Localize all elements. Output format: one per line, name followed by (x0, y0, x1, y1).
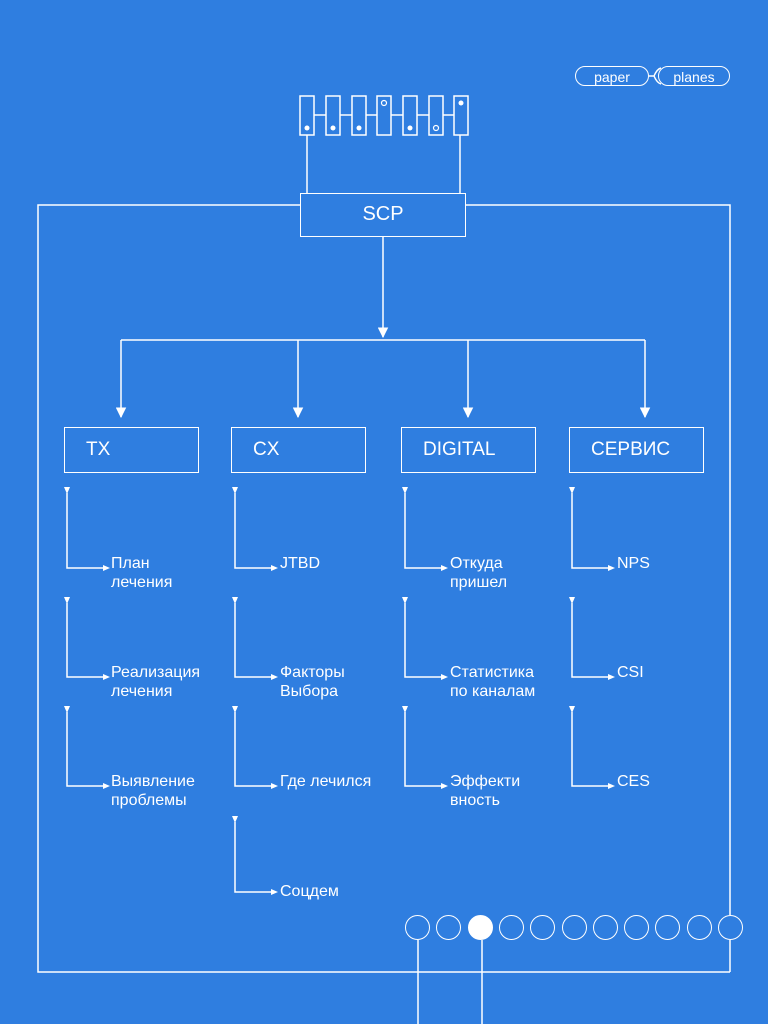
item-connector (234, 712, 273, 787)
item-connector (234, 822, 273, 893)
pagination-dot[interactable] (718, 915, 743, 940)
connector-tick (232, 487, 238, 494)
category-tx: TX (64, 427, 199, 473)
logo-word-paper: paper (594, 69, 630, 85)
connector-tick (402, 706, 408, 713)
pagination-dot[interactable] (593, 915, 618, 940)
connector-tick (569, 487, 575, 494)
cx-item: Соцдем (280, 883, 339, 900)
logo-word-planes: planes (673, 69, 715, 85)
strip-icon-dots (304, 99, 464, 132)
connector-arrowhead (271, 889, 278, 895)
item-connector (404, 493, 443, 569)
connector-arrowhead (103, 674, 110, 680)
connector-arrowhead (271, 783, 278, 789)
pagination-dot[interactable] (468, 915, 493, 940)
root-node-scp: SCP (300, 193, 466, 237)
root-node-label: SCP (362, 203, 404, 225)
connector-tick (402, 597, 408, 604)
connector-tick (64, 487, 70, 494)
connector-arrowhead (608, 565, 615, 571)
category-service: СЕРВИС (569, 427, 704, 473)
item-connector (571, 493, 610, 569)
logo-connector-icon (649, 67, 662, 85)
cx-item: Где лечился (280, 773, 372, 790)
connector-tick (64, 597, 70, 604)
connector-arrowhead (608, 783, 615, 789)
item-connector (234, 493, 273, 569)
pagination-dot[interactable] (562, 915, 587, 940)
connector-arrowhead (441, 674, 448, 680)
connector-arrowhead (608, 674, 615, 680)
tx-item: Реализация лечения (111, 664, 201, 700)
pagination-dot[interactable] (405, 915, 430, 940)
service-item: NPS (617, 555, 650, 572)
digital-item: Эффекти вность (450, 773, 521, 809)
category-label: CX (253, 439, 280, 460)
item-connector (571, 712, 610, 787)
connector-arrowhead (441, 783, 448, 789)
connector-tick (232, 816, 238, 823)
item-connector (66, 493, 105, 569)
item-connector (404, 712, 443, 787)
connector-tick (64, 706, 70, 713)
pagination-dot[interactable] (530, 915, 555, 940)
cx-item: JTBD (280, 555, 320, 572)
connector-tick (569, 597, 575, 604)
service-item: CES (617, 773, 650, 790)
connector-arrowhead (271, 674, 278, 680)
outer-frame-left (37, 204, 418, 973)
item-connector (571, 603, 610, 678)
outer-frame-right (466, 204, 731, 915)
service-item: CSI (617, 664, 644, 681)
item-connector (234, 603, 273, 678)
tx-item: Выявление проблемы (111, 773, 195, 809)
category-cx: CX (231, 427, 366, 473)
digital-item: Статистика по каналам (450, 664, 536, 700)
category-label: TX (86, 439, 111, 460)
tx-item: План лечения (111, 555, 173, 591)
pagination-dot[interactable] (687, 915, 712, 940)
pagination-dot[interactable] (655, 915, 680, 940)
pagination-dot[interactable] (436, 915, 461, 940)
connector-arrowhead (271, 565, 278, 571)
logo-paper: paper (575, 66, 649, 86)
digital-item: Откуда пришел (450, 555, 508, 591)
item-connector (404, 603, 443, 678)
pagination-dot[interactable] (624, 915, 649, 940)
connector-tick (232, 706, 238, 713)
connector-arrowhead (103, 783, 110, 789)
item-connector (66, 712, 105, 787)
pagination-dot[interactable] (499, 915, 524, 940)
item-connector (66, 603, 105, 678)
connector-tick (232, 597, 238, 604)
connector-tick (402, 487, 408, 494)
connector-arrowhead (103, 565, 110, 571)
strip-icon (299, 95, 469, 136)
category-label: DIGITAL (423, 439, 496, 460)
category-digital: DIGITAL (401, 427, 536, 473)
category-label: СЕРВИС (591, 439, 671, 460)
connector-tick (569, 706, 575, 713)
connector-arrowhead (441, 565, 448, 571)
cx-item: Факторы Выбора (280, 664, 345, 700)
logo-planes: planes (658, 66, 730, 86)
